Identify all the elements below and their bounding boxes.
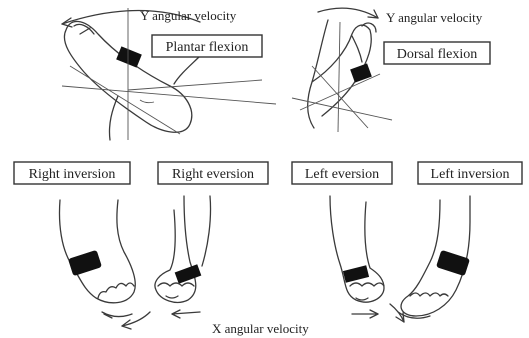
sensor-band-right-eversion bbox=[175, 264, 202, 283]
y-angular-velocity-label-left: Y angular velocity bbox=[140, 8, 237, 23]
right-eversion-label: Right eversion bbox=[172, 167, 254, 182]
left-inversion-label: Left inversion bbox=[431, 167, 510, 182]
arrow-left-curve bbox=[122, 312, 150, 326]
sensor-band-right-inversion bbox=[68, 250, 102, 276]
left-eversion-label: Left eversion bbox=[305, 167, 379, 182]
right-inversion-label: Right inversion bbox=[29, 167, 116, 182]
arrow-right-curve bbox=[390, 304, 404, 322]
dorsal-flexion-label: Dorsal flexion bbox=[397, 47, 477, 62]
sensor-block-plantar bbox=[116, 46, 142, 67]
right-eversion-foot bbox=[155, 196, 211, 302]
plantar-flexion-panel: Y angular velocity Plantar flexion bbox=[62, 8, 276, 140]
motion-label-row: Right inversion Right eversion Left ever… bbox=[14, 162, 522, 184]
dorsal-flexion-panel: Y angular velocity Dorsal flexion bbox=[292, 8, 490, 132]
left-inversion-foot bbox=[398, 196, 470, 318]
sensor-block-dorsal bbox=[350, 63, 372, 82]
sensor-band-left-inversion bbox=[436, 250, 470, 276]
y-angular-velocity-label-right: Y angular velocity bbox=[386, 10, 483, 25]
right-inversion-foot bbox=[59, 200, 135, 318]
left-eversion-foot bbox=[330, 196, 384, 302]
plantar-flexion-label: Plantar flexion bbox=[166, 40, 249, 55]
sensor-band-left-eversion bbox=[343, 265, 369, 282]
x-angular-velocity-label: X angular velocity bbox=[212, 321, 309, 336]
